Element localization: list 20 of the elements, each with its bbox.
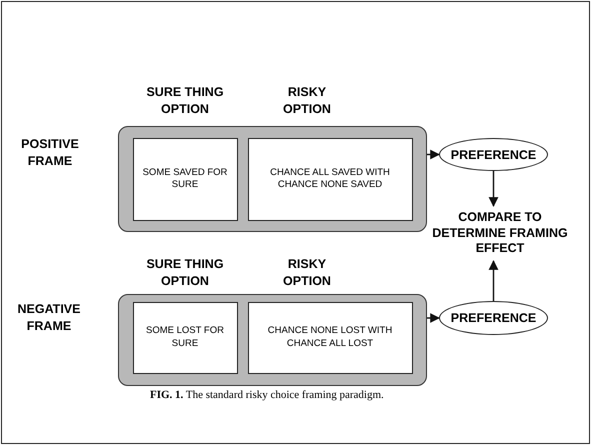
option-box: CHANCE NONE LOST WITH CHANCE ALL LOST <box>248 302 412 374</box>
figure-caption: FIG. 1. The standard risky choice framing paradigm. <box>150 389 384 401</box>
preference-ellipse: PREFERENCE <box>439 138 548 171</box>
option-box: CHANCE ALL SAVED WITH CHANCE NONE SAVED <box>248 138 412 220</box>
preference-ellipse: PREFERENCE <box>439 301 548 335</box>
outcome-text: COMPARE TO DETERMINE FRAMING EFFECT <box>431 210 569 257</box>
arrow <box>488 260 498 301</box>
option-box: SOME LOST FOR SURE <box>132 302 238 374</box>
option-box: SOME SAVED FOR SURE <box>132 138 238 220</box>
frame-band <box>118 126 427 232</box>
arrow <box>427 150 440 160</box>
arrow <box>427 313 440 323</box>
option-heading: SURE THING OPTION <box>145 256 225 290</box>
option-heading: SURE THING OPTION <box>145 84 225 118</box>
frame-label: NEGATIVE FRAME <box>16 301 82 335</box>
arrow <box>488 171 498 207</box>
option-heading: RISKY OPTION <box>282 256 332 290</box>
option-heading: RISKY OPTION <box>282 84 332 118</box>
frame-label: POSITIVE FRAME <box>20 136 80 170</box>
frame-band <box>118 294 427 386</box>
